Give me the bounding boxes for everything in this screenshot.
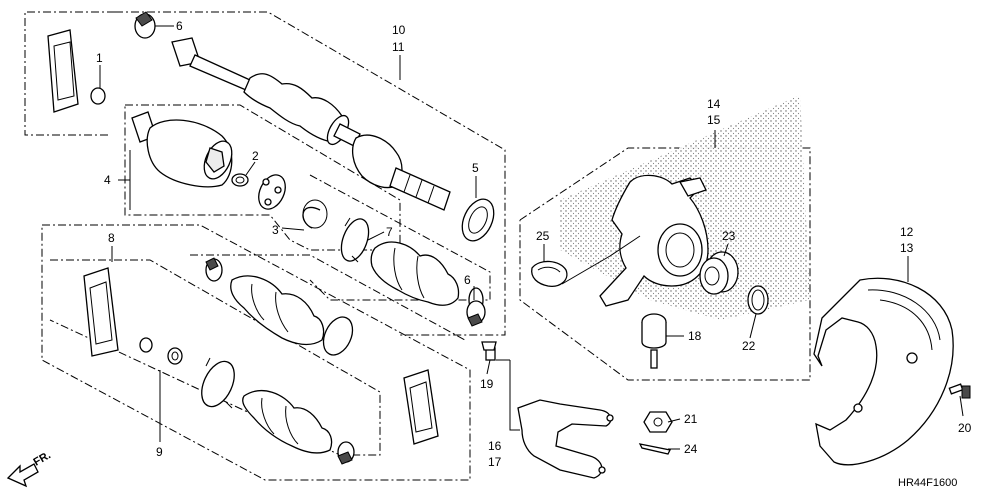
clip-lower-a: [139, 337, 153, 353]
callout-2: 2: [252, 149, 259, 163]
callout-23: 23: [722, 229, 736, 243]
callout-18: 18: [688, 329, 702, 343]
callout-13: 13: [900, 241, 914, 255]
snap-ring-25: [531, 260, 568, 287]
callout-21: 21: [684, 412, 698, 426]
callout-6-upper: 6: [176, 19, 183, 33]
lower-band-small: [337, 441, 355, 465]
callout-5: 5: [472, 161, 479, 175]
set-ring-3: [302, 199, 328, 229]
lower-outboard-boot: [242, 390, 333, 454]
callout-10: 10: [392, 23, 406, 37]
grease-pack-right: [403, 369, 439, 445]
clip-lower-b: [167, 347, 183, 365]
bearing-cage: [258, 174, 286, 210]
callout-20: 20: [958, 421, 972, 435]
callout-3: 3: [272, 223, 279, 237]
disc-cover: [813, 277, 954, 466]
diagram-code: HR44F1600: [898, 477, 957, 489]
knuckle-group-box: [519, 147, 811, 381]
callout-14: 14: [707, 97, 721, 111]
inner-joint-subgroup-box: [124, 104, 401, 251]
boot-band-large: [340, 217, 370, 263]
outer-boot: [370, 241, 460, 306]
callout-7: 7: [386, 225, 393, 239]
front-direction-label: FR.: [32, 449, 53, 468]
bolt-20: [948, 383, 971, 399]
clip-1: [90, 87, 106, 105]
nut-21: [643, 411, 673, 433]
inner-cv-joint: [131, 111, 233, 188]
bolt-19: [481, 341, 497, 361]
callout-6-lower: 6: [464, 273, 471, 287]
callout-19: 19: [480, 377, 494, 391]
callout-25: 25: [536, 229, 550, 243]
callout-4: 4: [104, 173, 111, 187]
grease-pack-upper: [47, 29, 79, 113]
ball-joint-18: [641, 313, 667, 369]
bracket: [517, 399, 614, 479]
callout-15: 15: [707, 113, 721, 127]
hub-bearing-23: [699, 251, 739, 295]
callout-17: 17: [488, 455, 502, 469]
callout-1: 1: [96, 51, 103, 65]
circlip-2: [231, 173, 249, 187]
callout-8: 8: [108, 231, 115, 245]
clamp-6-lower: [466, 300, 486, 327]
snap-ring-22: [747, 285, 769, 315]
lower-boot-kit-box: [41, 224, 471, 481]
boot-band-5: [461, 198, 495, 242]
lower-inboard-boot: [230, 275, 325, 346]
callout-12: 12: [900, 225, 914, 239]
driveshaft-assembly: [171, 37, 451, 211]
leader-lines: [99, 25, 964, 450]
clamp-6-upper: [134, 11, 156, 39]
lower-band-top: [205, 257, 223, 282]
knuckle: [599, 174, 709, 307]
boot-kit-subgroup-box: [309, 174, 491, 301]
cotter-pin-24: [638, 443, 671, 455]
callout-22: 22: [742, 339, 756, 353]
grease-pack-lower: [83, 267, 119, 357]
lower-band-mid: [322, 316, 354, 356]
callout-16: 16: [488, 439, 502, 453]
callout-11: 11: [392, 40, 405, 54]
callout-24: 24: [684, 442, 698, 456]
upper-driveshaft-group-box: [24, 11, 506, 336]
lower-band-large: [201, 357, 235, 409]
callout-9: 9: [156, 445, 163, 459]
front-direction-marker: FR.: [6, 449, 53, 488]
